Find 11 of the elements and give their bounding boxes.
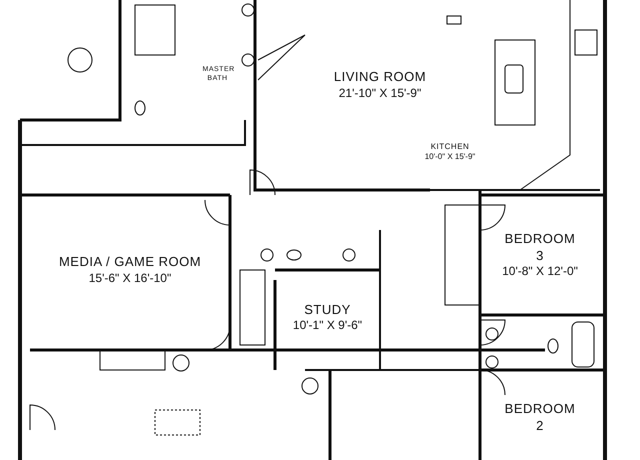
room-dimensions: 10'-8" X 12'-0" [502, 264, 578, 279]
room-dimensions: 15'-6" X 16'-10" [88, 270, 172, 286]
room-name: LIVING ROOM [334, 69, 426, 86]
room-name: STUDY [304, 302, 351, 318]
room-dimensions: 10'-1" X 9'-6" [292, 318, 362, 334]
room-dimensions: 21'-10" X 15'-9" [338, 86, 422, 101]
room-name: BEDROOM 3 [504, 231, 576, 264]
room-name: MEDIA / GAME ROOM [58, 254, 202, 271]
room-dimensions: 10'-0" X 15'-9" [424, 152, 476, 162]
room-name: BEDROOM 2 [504, 401, 576, 434]
room-name: KITCHEN [430, 142, 470, 152]
